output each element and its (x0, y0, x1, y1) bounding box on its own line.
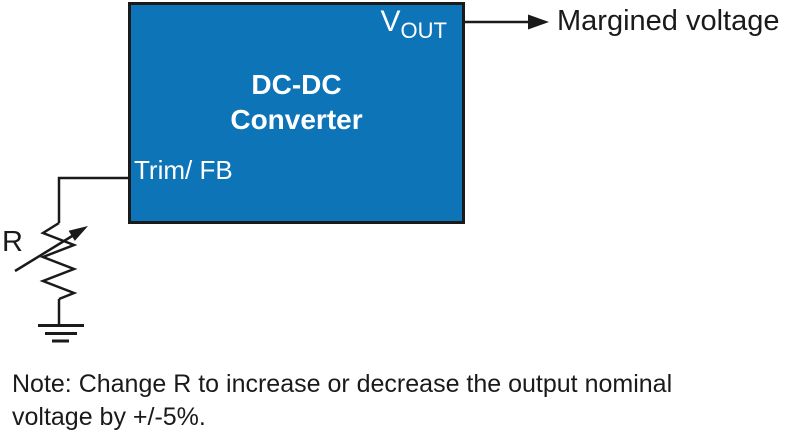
output-label: Margined voltage (557, 5, 780, 37)
vout-pin-main: V (380, 5, 401, 38)
note-line2: voltage by +/-5%. (12, 403, 206, 431)
ground-icon (38, 324, 84, 343)
note-text: Note: Change R to increase or decrease t… (12, 368, 672, 434)
trim-wire (57, 176, 130, 223)
converter-block: VOUT DC-DC Converter Trim/ FB (128, 2, 465, 224)
trim-pin-label: Trim/ FB (134, 155, 233, 185)
note-line1: Note: Change R to increase or decrease t… (12, 370, 673, 398)
vout-pin-label: VOUT (380, 4, 447, 43)
output-arrow (463, 14, 549, 30)
vout-pin-sub: OUT (400, 18, 447, 43)
variable-resistor-icon (14, 221, 88, 325)
block-title: DC-DC Converter (131, 67, 462, 137)
resistor-label: R (2, 226, 23, 258)
block-title-line1: DC-DC (251, 69, 342, 100)
block-title-line2: Converter (230, 104, 363, 135)
